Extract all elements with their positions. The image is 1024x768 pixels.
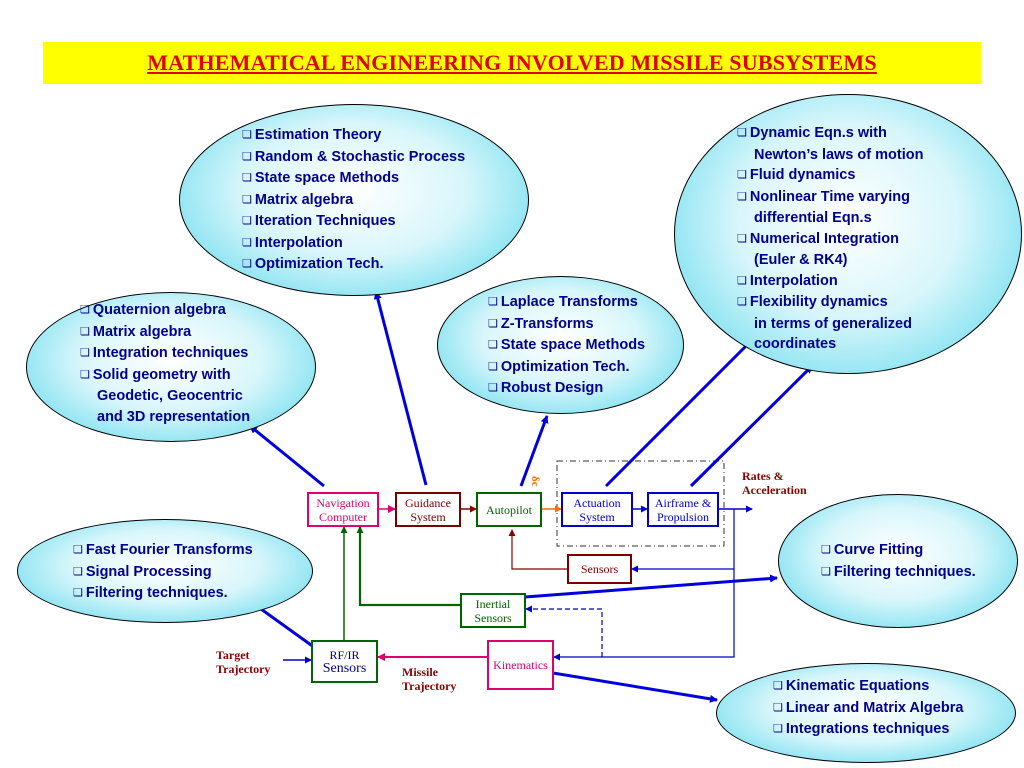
list-item: Filtering techniques.	[821, 562, 976, 584]
list-item: Curve Fitting	[821, 540, 976, 562]
list-item: (Euler & RK4)	[754, 252, 848, 268]
navigation-computer-block: Navigation Computer	[307, 492, 379, 527]
list-item: Fast Fourier Transforms	[73, 540, 253, 562]
rf-ir-sensors-block: RF/IR Sensors	[311, 640, 378, 683]
delta-c-label: δc	[529, 476, 541, 487]
arrow-inertial-to-sensorfit	[524, 574, 778, 599]
list-item: Matrix algebra	[242, 190, 465, 212]
missile-trajectory-label: Missile Trajectory	[402, 665, 457, 693]
arrow-nav-to-navmath	[249, 424, 325, 488]
list-item: differential Eqn.s	[754, 210, 872, 226]
subsystem-boundary	[556, 460, 725, 547]
list-item: Signal Processing	[73, 562, 253, 584]
list-item: Interpolation	[737, 271, 923, 293]
control-list: Laplace Transforms Z-Transforms State sp…	[488, 292, 645, 400]
arrow-kinematics-to-kinmath	[552, 671, 718, 703]
list-item: Iteration Techniques	[242, 211, 465, 233]
arrow-guidance-to-estimation	[373, 291, 428, 486]
arrow-rfir-to-signal	[253, 602, 319, 652]
arrow-airframe-to-dynamics	[689, 364, 814, 488]
navigation-math-list: Quaternion algebra Matrix algebra Integr…	[80, 300, 250, 427]
kinematics-block: Kinematics	[487, 640, 554, 690]
list-item: and 3D representation	[97, 408, 251, 425]
list-item: Integration techniques	[80, 343, 250, 365]
list-item: Optimization Tech.	[242, 254, 465, 276]
list-item: Flexibility dynamics	[737, 292, 923, 314]
list-item: Robust Design	[488, 378, 645, 400]
autopilot-block: Autopilot	[476, 492, 542, 527]
target-trajectory-label: Target Trajectory	[216, 648, 271, 676]
list-item: Laplace Transforms	[488, 292, 645, 314]
estimation-list: Estimation Theory Random & Stochastic Pr…	[242, 125, 465, 276]
rf-ir-label: RF/IR	[329, 647, 360, 662]
sensors-block: Sensors	[567, 554, 632, 584]
flow-inertial-to-nav	[356, 526, 460, 607]
arrow-actuation-to-dynamics	[604, 333, 759, 488]
list-item: Estimation Theory	[242, 125, 465, 147]
list-item: Linear and Matrix Algebra	[773, 698, 964, 720]
list-item: Interpolation	[242, 233, 465, 255]
list-item: Matrix algebra	[80, 322, 250, 344]
arrow-autopilot-to-control	[519, 415, 549, 487]
list-item: Solid geometry with	[80, 365, 250, 387]
list-item: in terms of generalized	[754, 315, 912, 332]
list-item: State space Methods	[242, 168, 465, 190]
list-item: Quaternion algebra	[80, 300, 250, 322]
rf-ir-sensors-label: Sensors	[322, 660, 367, 676]
list-item: Dynamic Eqn.s with	[737, 123, 923, 145]
sensor-fit-list: Curve Fitting Filtering techniques.	[821, 540, 976, 583]
flow-sensors-to-autopilot	[508, 529, 567, 570]
list-item: Optimization Tech.	[488, 357, 645, 379]
list-item: Nonlinear Time varying	[737, 187, 923, 209]
flow-rates-to-inertial	[525, 605, 603, 657]
rates-acceleration-label: Rates & Acceleration	[742, 469, 807, 497]
list-item: Integrations techniques	[773, 719, 963, 741]
list-item: Geodetic, Geocentric	[97, 388, 243, 404]
list-item: Random & Stochastic Process	[242, 147, 465, 169]
actuation-system-block: Actuation System	[561, 492, 633, 527]
list-item: Fluid dynamics	[737, 165, 923, 187]
list-item: coordinates	[754, 336, 837, 352]
list-item: Z-Transforms	[488, 314, 645, 336]
flow-rates-to-kinematics	[553, 569, 735, 661]
list-item: State space Methods	[488, 335, 645, 357]
page-title: MATHEMATICAL ENGINEERING INVOLVED MISSIL…	[147, 50, 877, 75]
list-item: Newton’s laws of motion	[754, 146, 924, 163]
airframe-propulsion-block: Airframe & Propulsion	[647, 492, 719, 527]
guidance-system-block: Guidance System	[395, 492, 461, 527]
dynamics-list: Dynamic Eqn.s with Newton’s laws of moti…	[737, 123, 924, 355]
list-item: Kinematic Equations	[773, 676, 963, 698]
kinematics-math-list: Kinematic Equations Linear and Matrix Al…	[773, 676, 964, 741]
signal-list: Fast Fourier Transforms Signal Processin…	[73, 540, 253, 605]
title-banner: MATHEMATICAL ENGINEERING INVOLVED MISSIL…	[43, 42, 981, 84]
list-item: Numerical Integration	[737, 229, 923, 251]
list-item: Filtering techniques.	[73, 583, 253, 605]
inertial-sensors-block: Inertial Sensors	[460, 593, 526, 628]
